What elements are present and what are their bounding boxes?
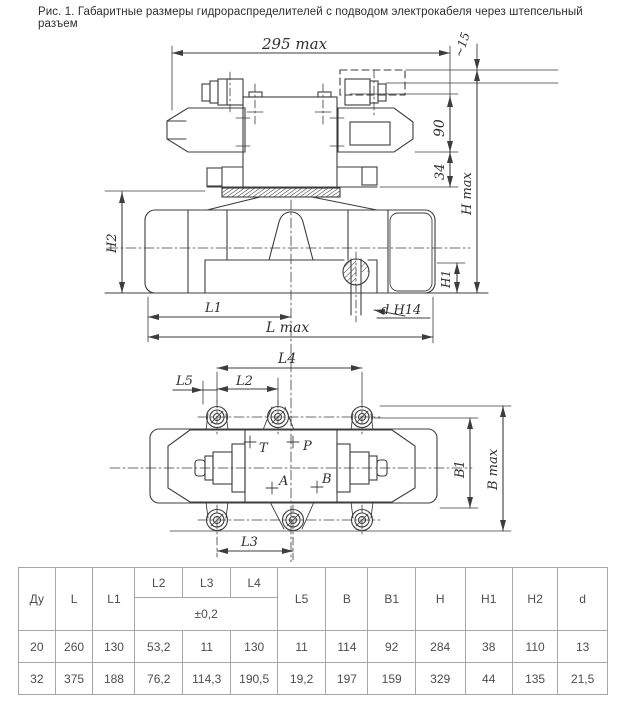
col-header-l1: L1: [92, 567, 136, 631]
dim-label-l4: L4: [277, 351, 296, 367]
cell: 130: [230, 630, 278, 663]
col-header-h1: H1: [464, 567, 513, 631]
plan-view-drawing: T P A B: [109, 351, 512, 561]
dim-label-15: ~15: [452, 31, 473, 59]
dim-d-h14: d H14: [373, 303, 431, 319]
dim-l4: L4: [216, 351, 363, 403]
dim-l-max: L max: [147, 296, 434, 344]
cell: 114: [325, 630, 369, 663]
col-header-d: d: [557, 567, 608, 631]
cell: 92: [367, 630, 416, 663]
dimensions-table: Ду L L1 L2 L3 L4 L5 B B1 H H1 H2 d ±0,2 …: [18, 567, 608, 695]
cell: 20: [18, 630, 56, 663]
port-label-t: T: [259, 441, 269, 456]
cell: 21,5: [557, 662, 608, 695]
dim-90: 90: [349, 93, 459, 153]
port-label-a: A: [278, 474, 288, 489]
dim-label-l2: L2: [235, 374, 253, 389]
bolt-bottom-middle: [269, 501, 315, 532]
technical-drawing: 295 max ~15 H max 90 34 H2: [104, 31, 559, 562]
cell: 32: [18, 662, 56, 695]
col-header-b: B: [325, 567, 369, 631]
dim-h2: H2: [104, 190, 206, 294]
side-view-drawing: 295 max ~15 H max 90 34 H2: [104, 31, 559, 562]
dim-l2: L2: [216, 374, 279, 405]
col-header-l3: L3: [181, 567, 232, 598]
cell: 130: [92, 630, 136, 663]
cell: 190,5: [230, 662, 278, 695]
dim-295-max: 295 max: [171, 35, 451, 111]
cell: 11: [181, 630, 232, 663]
mounting-flange: [206, 166, 378, 188]
table-row: 20 260 130 53,2 11 130 11 114 92 284 38 …: [18, 630, 608, 663]
col-header-du: Ду: [18, 567, 56, 631]
outer-plate: [149, 428, 438, 504]
gasket-band: [206, 187, 378, 211]
dim-label-34: 34: [433, 163, 448, 180]
dim-label-h2: H2: [105, 233, 120, 254]
dim-15: ~15: [385, 31, 559, 84]
col-header-l2: L2: [134, 567, 183, 598]
dim-label-dh14: d H14: [381, 303, 421, 318]
cell: 188: [92, 662, 136, 695]
lower-block: [104, 209, 489, 294]
col-header-b1: B1: [367, 567, 416, 631]
dim-l3: L3: [216, 535, 294, 554]
cell: 329: [414, 662, 466, 695]
cell: 135: [511, 662, 559, 695]
dim-label-l5: L5: [175, 374, 193, 389]
electromagnet-right: [329, 107, 414, 153]
dim-label-l1: L1: [204, 301, 222, 316]
cell: 260: [54, 630, 94, 663]
dim-h-max: H max: [460, 69, 480, 294]
cell: 38: [464, 630, 513, 663]
electromagnet-left: [166, 107, 251, 153]
cell: 197: [325, 662, 369, 695]
port-label-b: B: [321, 472, 332, 487]
valve-body-side: [242, 83, 338, 189]
cell: 114,3: [181, 662, 232, 695]
dim-l5: L5: [172, 374, 218, 405]
cell: 53,2: [134, 630, 183, 663]
bolt-top-middle: [262, 405, 295, 431]
dim-label-90: 90: [432, 119, 448, 137]
dim-label-lmax: L max: [265, 320, 309, 336]
figure-caption: Рис. 1. Габаритные размеры гидрораспреде…: [38, 6, 583, 30]
col-header-l: L: [54, 567, 94, 631]
port-label-p: P: [302, 439, 312, 454]
col-header-h2: H2: [511, 567, 559, 631]
cell: 375: [54, 662, 94, 695]
cell: 76,2: [134, 662, 183, 695]
dim-label-b1: B1: [453, 460, 468, 479]
table-row: 32 375 188 76,2 114,3 190,5 19,2 197 159…: [18, 662, 608, 695]
dim-34: 34: [379, 151, 459, 188]
cell: 13: [557, 630, 608, 663]
dim-label-l3: L3: [240, 535, 258, 550]
dim-b1: B1: [373, 417, 479, 509]
cell: 284: [414, 630, 466, 663]
mounting-hole: [342, 251, 370, 323]
dim-b-max: B max: [169, 405, 512, 532]
cell: 159: [367, 662, 416, 695]
port-marks: [243, 435, 324, 495]
bell-shape: [268, 211, 314, 261]
col-header-l4: L4: [230, 567, 278, 598]
dim-label-h1: H1: [439, 270, 453, 289]
dim-label-bmax: B max: [486, 448, 501, 491]
col-header-l5: L5: [276, 567, 327, 631]
connector-envelope-dashed: [339, 69, 406, 96]
cell: 19,2: [276, 662, 327, 695]
cell: 44: [464, 662, 513, 695]
cell: 110: [511, 630, 559, 663]
plug-connector-right: [339, 69, 406, 116]
cell: 11: [276, 630, 327, 663]
dim-h1: H1: [436, 262, 466, 294]
col-header-h: H: [414, 567, 466, 631]
dim-label-hmax: H max: [460, 171, 475, 216]
tolerance-cell: ±0,2: [134, 597, 278, 631]
dim-label-295max: 295 max: [261, 35, 328, 53]
